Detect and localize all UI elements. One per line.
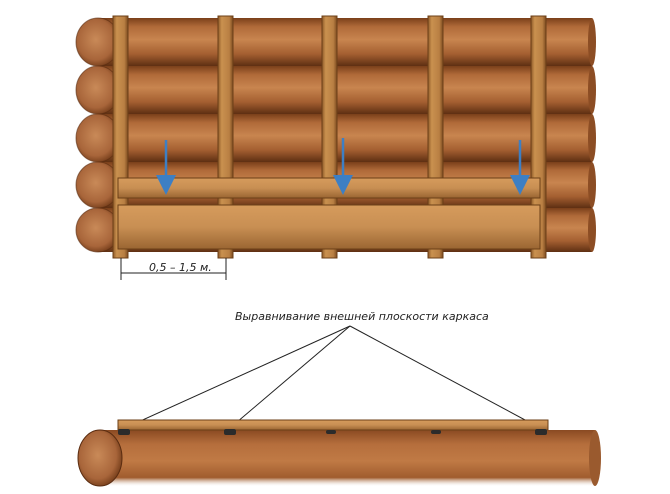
alignment-caption: Выравнивание внешней плоскости каркаса [235, 310, 489, 323]
spacing-dimension [120, 258, 227, 280]
log [76, 66, 596, 114]
frame-board [117, 419, 549, 431]
shim [224, 429, 236, 435]
shim [535, 429, 547, 435]
shim [118, 429, 130, 435]
shim [431, 430, 441, 434]
base-log [77, 429, 601, 487]
horizontal-board [117, 204, 541, 250]
shims [118, 429, 547, 435]
dimension-label: 0,5 – 1,5 м. [149, 261, 212, 274]
log [76, 18, 596, 66]
down-arrows [156, 138, 530, 195]
horizontal-board [117, 177, 541, 199]
horizontal-boards [117, 177, 541, 250]
log-end [77, 429, 123, 487]
leader-lines [124, 325, 541, 429]
log [76, 114, 596, 162]
shim [326, 430, 336, 434]
